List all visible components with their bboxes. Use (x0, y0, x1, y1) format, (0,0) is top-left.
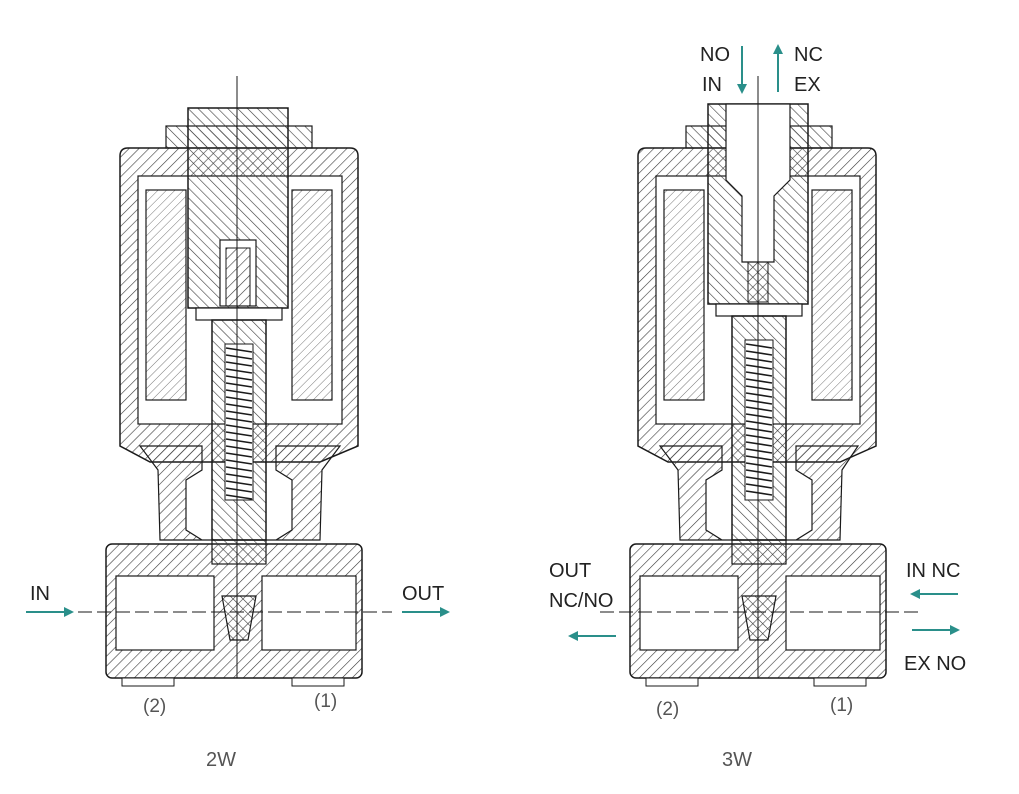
coil-winding-right (811, 189, 853, 401)
port-label-right: (1) (830, 695, 853, 716)
spring (224, 343, 254, 501)
caption-2w: 2W (206, 749, 236, 771)
top-label-in: IN (702, 74, 722, 96)
port-label-left: (2) (656, 699, 679, 720)
left-label-out: OUT (549, 560, 591, 582)
right-label-in-nc: IN NC (906, 560, 960, 582)
flow-in-label: IN (30, 583, 50, 605)
top-label-no: NO (700, 44, 730, 66)
top-label-nc: NC (794, 44, 823, 66)
caption-3w: 3W (722, 749, 752, 771)
spring (744, 339, 774, 501)
right-label-ex-no: EX NO (904, 653, 966, 675)
coil-winding-left (145, 189, 187, 401)
coil-winding-left (663, 189, 705, 401)
flow-out-label: OUT (402, 583, 444, 605)
top-label-ex: EX (794, 74, 821, 96)
left-label-ncno: NC/NO (549, 590, 613, 612)
valve-2w: IN OUT (2) (1) 2W (26, 76, 450, 771)
valve-3w: NO IN NC EX OUT NC/NO IN NC EX NO (2) (1… (549, 44, 966, 771)
port-label-right: (1) (314, 691, 337, 712)
port-label-left: (2) (143, 696, 166, 717)
coil-winding-right (291, 189, 333, 401)
